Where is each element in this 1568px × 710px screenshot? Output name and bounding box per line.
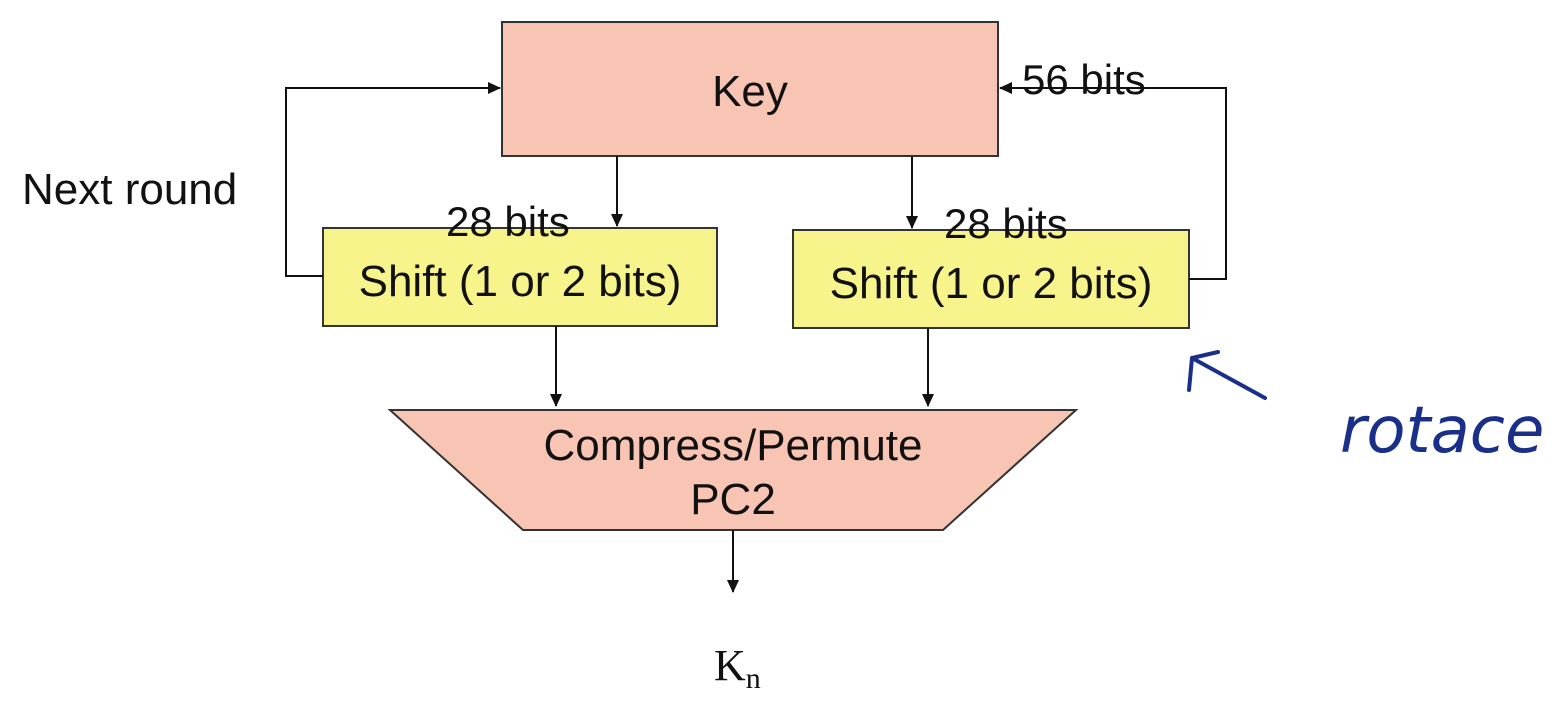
left-shift-label: Shift (1 or 2 bits) [359, 257, 682, 306]
left-feedback-loop [285, 82, 501, 277]
right-shift-label: Shift (1 or 2 bits) [830, 259, 1153, 308]
right-shift-box [792, 229, 1190, 329]
key-56-bits-label: 56 bits [1022, 56, 1146, 103]
output-key-subscript: n [746, 662, 761, 695]
compress-permute-trapezoid [387, 409, 1079, 531]
left-28-bits-label: 28 bits [446, 198, 570, 245]
annotation-arrow [1187, 350, 1267, 400]
output-key-label: Kn [714, 641, 761, 695]
right-28-bits-label: 28 bits [944, 200, 1068, 247]
right-feedback-loop [999, 82, 1227, 280]
output-key-main: K [714, 641, 746, 690]
key-box [501, 21, 999, 157]
compress-line2: PC2 [690, 475, 776, 524]
left-shift-box [322, 227, 718, 327]
next-round-label: Next round [22, 165, 237, 214]
key-label: Key [712, 67, 788, 116]
compress-line1: Compress/Permute [543, 421, 922, 470]
annotation-text: rotace [1340, 394, 1544, 468]
